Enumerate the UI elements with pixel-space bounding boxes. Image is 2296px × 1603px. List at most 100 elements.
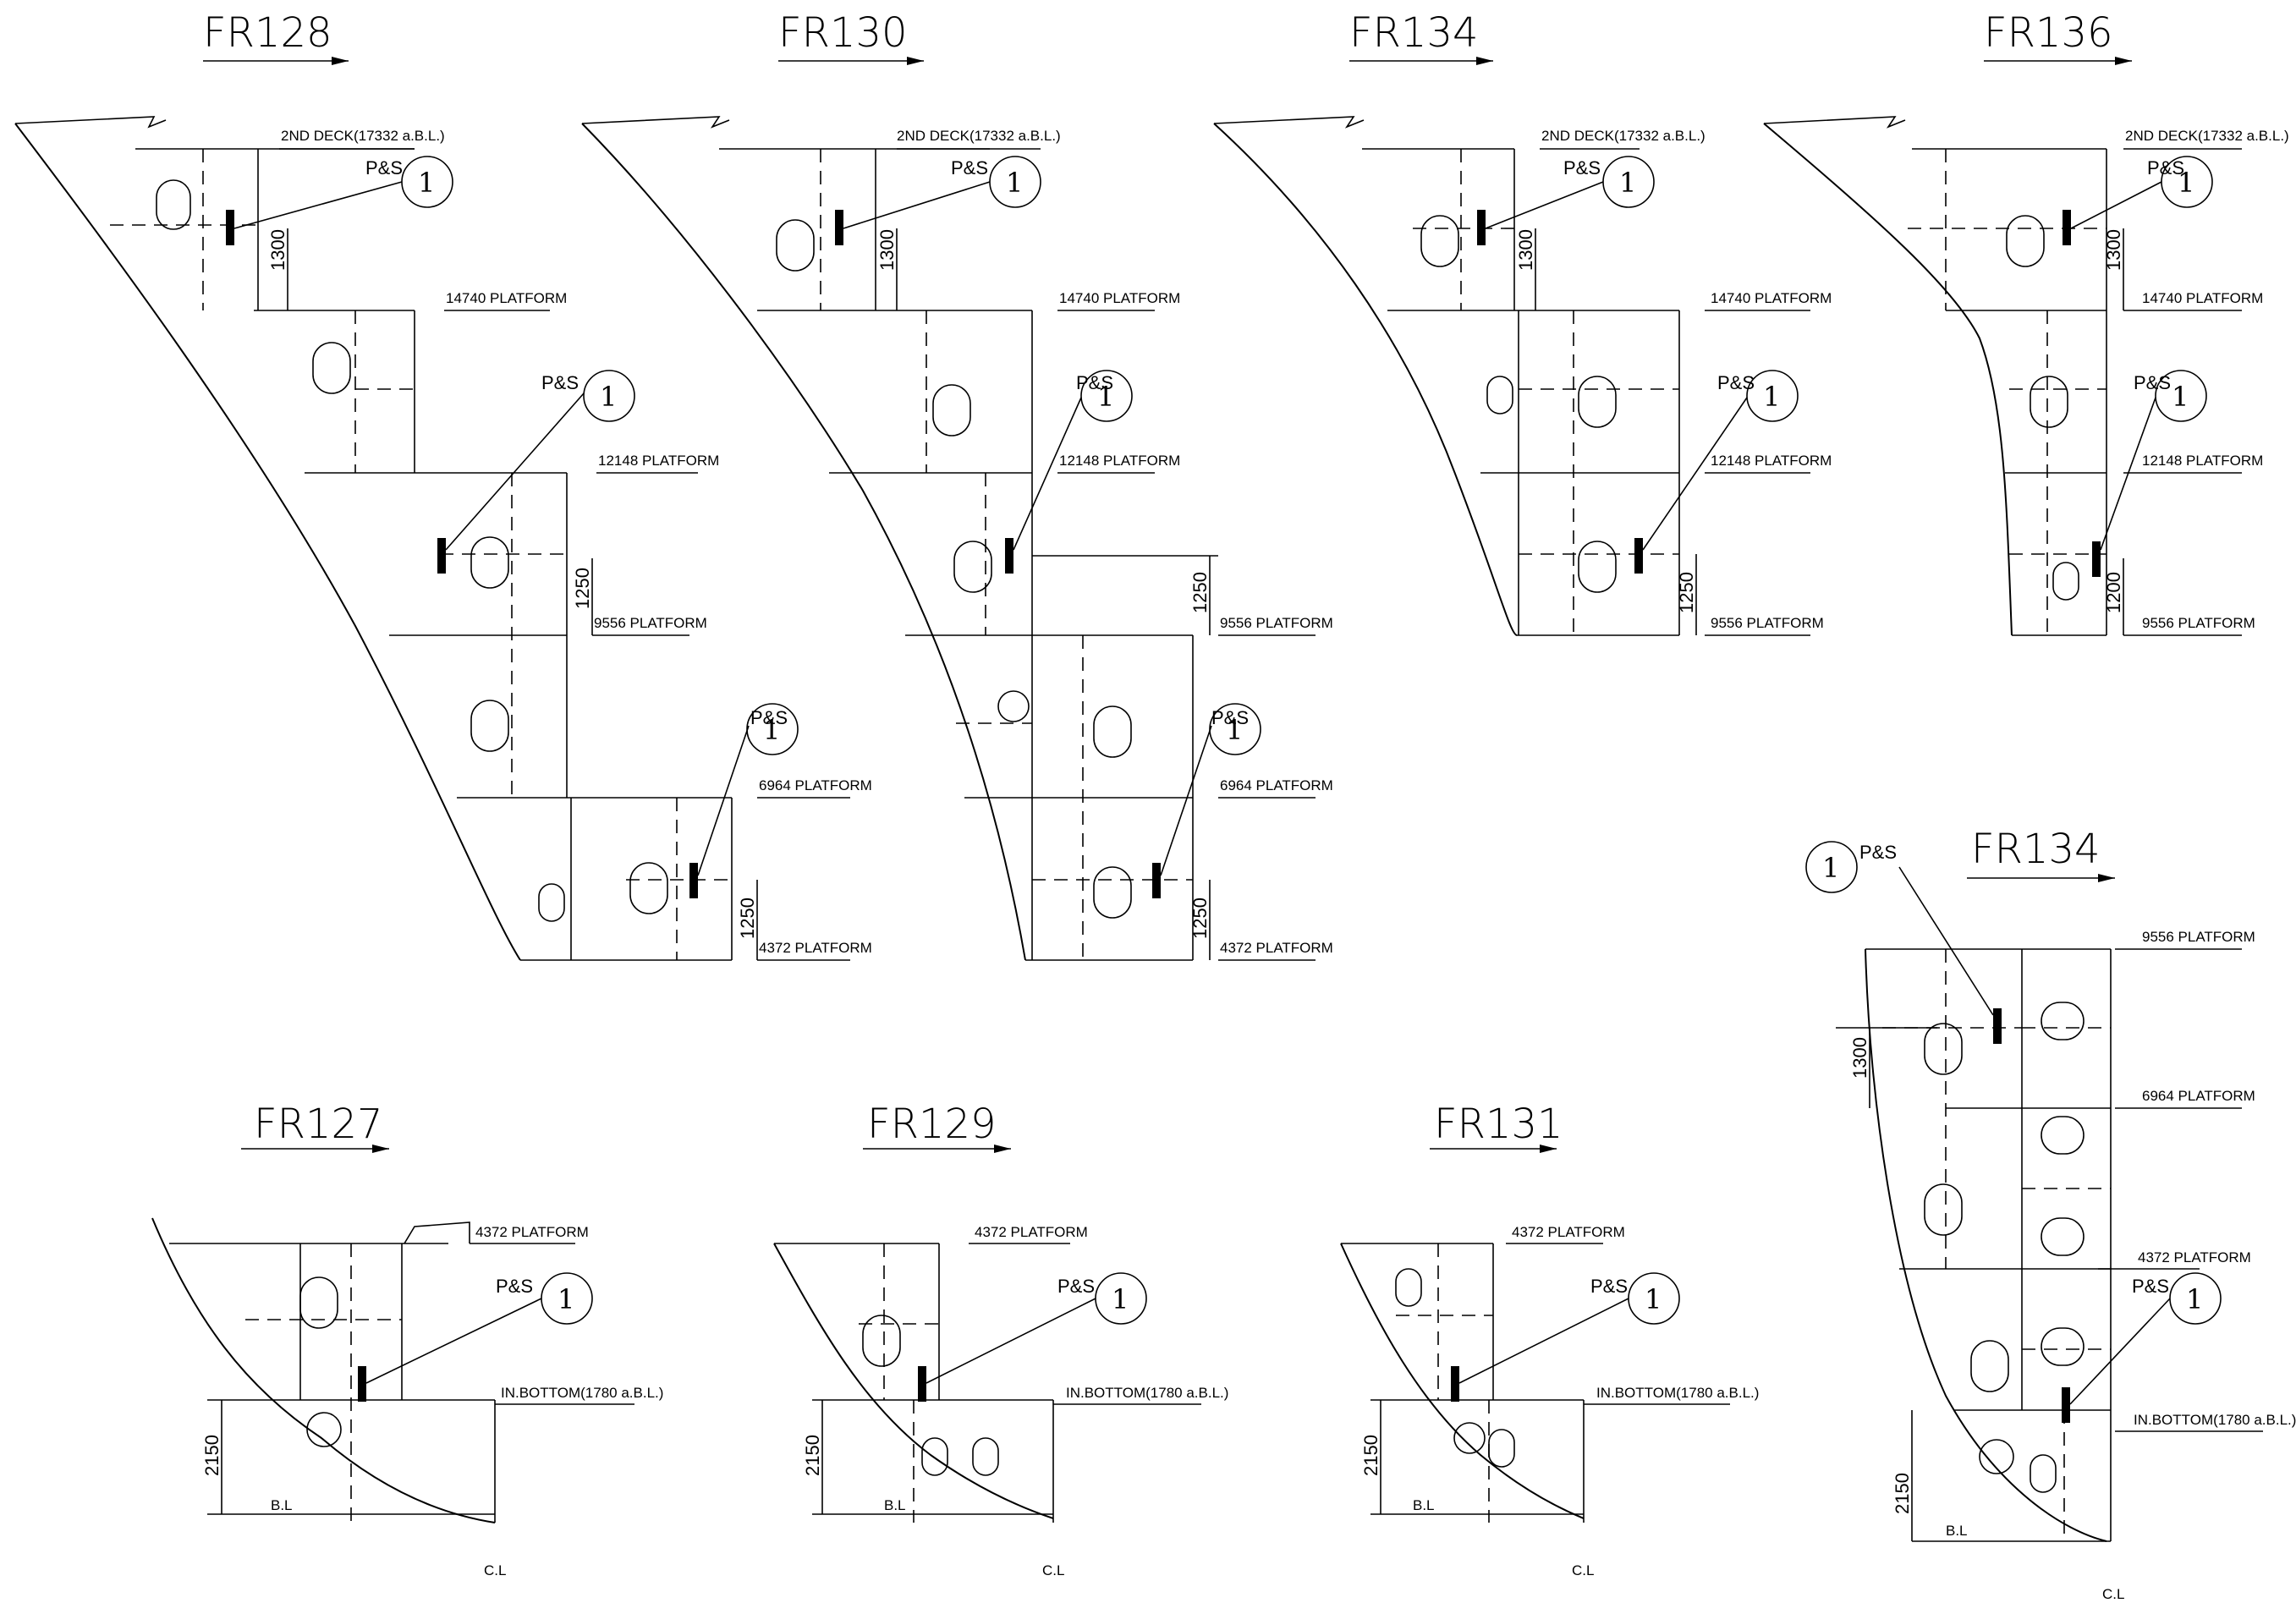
manhole-icon: [470, 536, 509, 589]
svg-text:1300: 1300: [1515, 229, 1536, 271]
section-view-fr128: FR128: [14, 9, 872, 961]
section-view-fr136: FR136 1 P&S 1 P&S 2ND DECK(17332 a.B.L.)…: [1763, 9, 2289, 636]
stiffener-mark: [437, 538, 446, 574]
svg-text:9556 PLATFORM: 9556 PLATFORM: [1220, 615, 1333, 631]
svg-text:1: 1: [2186, 1283, 2203, 1315]
callout-1-icon: [989, 156, 1041, 208]
svg-text:14740 PLATFORM: 14740 PLATFORM: [1059, 290, 1180, 306]
callout-1-icon: [746, 703, 799, 755]
hull-shell: [1340, 1243, 1585, 1519]
svg-text:1: 1: [1822, 852, 1839, 884]
section-view-fr129: FR129 1 P&S 4372 PLATFORM IN.BOTTOM(1780…: [773, 1101, 1228, 1578]
svg-text:C.L: C.L: [484, 1562, 506, 1578]
svg-text:IN.BOTTOM(1780 a.B.L.): IN.BOTTOM(1780 a.B.L.): [2134, 1412, 2296, 1428]
svg-text:FR131: FR131: [1434, 1101, 1563, 1148]
callout-1-icon: [541, 1272, 593, 1325]
svg-text:9556 PLATFORM: 9556 PLATFORM: [2142, 929, 2255, 945]
manhole-icon: [538, 883, 565, 922]
callout-1-icon: [2161, 156, 2213, 208]
callout-1-icon: [1209, 703, 1261, 755]
svg-text:FR134: FR134: [1349, 9, 1479, 57]
svg-text:IN.BOTTOM(1780 a.B.L.): IN.BOTTOM(1780 a.B.L.): [1066, 1385, 1228, 1401]
manhole-icon: [312, 342, 351, 394]
svg-text:P&S: P&S: [1057, 1276, 1095, 1297]
svg-text:IN.BOTTOM(1780 a.B.L.): IN.BOTTOM(1780 a.B.L.): [501, 1385, 663, 1401]
svg-text:P&S: P&S: [2134, 372, 2171, 393]
svg-text:B.L: B.L: [271, 1497, 293, 1513]
svg-text:1250: 1250: [737, 898, 758, 939]
svg-text:2150: 2150: [201, 1435, 222, 1476]
svg-text:1250: 1250: [572, 568, 593, 609]
svg-text:1300: 1300: [876, 229, 898, 271]
svg-text:4372 PLATFORM: 4372 PLATFORM: [975, 1224, 1088, 1240]
callout-1-icon: [2155, 370, 2207, 422]
svg-text:2ND DECK(17332 a.B.L.): 2ND DECK(17332 a.B.L.): [1541, 128, 1706, 144]
svg-text:4372 PLATFORM: 4372 PLATFORM: [1220, 940, 1333, 956]
hull-shell: [1213, 123, 1518, 636]
svg-text:B.L: B.L: [1946, 1523, 1968, 1539]
svg-text:4372 PLATFORM: 4372 PLATFORM: [475, 1224, 589, 1240]
svg-text:1250: 1250: [1189, 898, 1211, 939]
svg-text:1: 1: [2172, 381, 2189, 413]
svg-text:P&S: P&S: [1076, 372, 1113, 393]
section-view-fr131: FR131 1 P&S 4372 PLATFORM IN.BOTTOM(1780…: [1340, 1101, 1759, 1578]
callout-1-icon: [1805, 841, 1858, 893]
svg-text:12148 PLATFORM: 12148 PLATFORM: [598, 453, 719, 469]
svg-text:6964 PLATFORM: 6964 PLATFORM: [1220, 777, 1333, 793]
hull-shell: [1865, 948, 2107, 1542]
section-view-fr134-top: FR134 1 P&S 1 P&S 2ND DECK(17332 a.B.L.): [1213, 9, 1832, 636]
svg-text:C.L: C.L: [1042, 1562, 1064, 1578]
svg-text:1: 1: [1763, 381, 1780, 413]
callout-1-icon: [1746, 370, 1799, 422]
manhole-icon: [156, 179, 191, 230]
svg-text:P&S: P&S: [2147, 157, 2184, 178]
svg-text:FR130: FR130: [778, 9, 908, 57]
callout-1-icon: [1080, 370, 1133, 422]
svg-text:2150: 2150: [1892, 1473, 1913, 1514]
hull-shell: [14, 123, 521, 961]
svg-text:FR127: FR127: [254, 1101, 383, 1148]
svg-text:P&S: P&S: [365, 157, 403, 178]
svg-text:1: 1: [1112, 1283, 1129, 1315]
svg-text:IN.BOTTOM(1780 a.B.L.): IN.BOTTOM(1780 a.B.L.): [1596, 1385, 1759, 1401]
manhole-icon: [629, 862, 668, 914]
svg-text:B.L: B.L: [884, 1497, 906, 1513]
svg-text:6964 PLATFORM: 6964 PLATFORM: [2142, 1088, 2255, 1104]
svg-text:P&S: P&S: [1563, 157, 1601, 178]
svg-text:1: 1: [1097, 381, 1114, 413]
callout-1-icon: [583, 370, 635, 422]
view-title: FR128: [203, 9, 332, 57]
deck-edge: [14, 116, 167, 129]
svg-text:14740 PLATFORM: 14740 PLATFORM: [446, 290, 567, 306]
svg-text:1: 1: [1645, 1283, 1662, 1315]
svg-text:1: 1: [558, 1283, 574, 1315]
svg-text:2150: 2150: [1360, 1435, 1381, 1476]
svg-text:14740 PLATFORM: 14740 PLATFORM: [2142, 290, 2263, 306]
svg-text:FR129: FR129: [867, 1101, 997, 1148]
svg-text:12148 PLATFORM: 12148 PLATFORM: [1711, 453, 1832, 469]
svg-text:1: 1: [418, 167, 435, 199]
svg-text:1300: 1300: [267, 229, 288, 271]
section-view-fr127: FR127 1 P&S 4372 PLATFORM IN.BOTTOM(1780…: [151, 1101, 663, 1578]
svg-text:FR136: FR136: [1984, 9, 2113, 57]
svg-text:P&S: P&S: [1717, 372, 1755, 393]
hull-shell: [581, 123, 1026, 961]
svg-text:P&S: P&S: [951, 157, 988, 178]
section-view-fr134-bottom: FR134 1 P&S 1 P&S 9556 PLATFOR: [1805, 826, 2296, 1602]
svg-text:9556 PLATFORM: 9556 PLATFORM: [2142, 615, 2255, 631]
svg-text:1300: 1300: [1849, 1037, 1870, 1079]
svg-text:4372 PLATFORM: 4372 PLATFORM: [2138, 1249, 2251, 1265]
svg-text:4372 PLATFORM: 4372 PLATFORM: [1512, 1224, 1625, 1240]
svg-text:1: 1: [1619, 167, 1636, 199]
callout-1-icon: [401, 156, 453, 208]
svg-text:1: 1: [763, 714, 780, 746]
stiffener-mark: [226, 210, 234, 245]
svg-text:1250: 1250: [1676, 572, 1697, 613]
hull-shell: [773, 1243, 1054, 1519]
section-view-fr130: FR130 1 P&S 1 P&S: [581, 9, 1333, 961]
svg-text:C.L: C.L: [1572, 1562, 1594, 1578]
svg-text:2ND DECK(17332 a.B.L.): 2ND DECK(17332 a.B.L.): [897, 128, 1061, 144]
svg-text:1250: 1250: [1189, 572, 1211, 613]
svg-text:P&S: P&S: [541, 372, 579, 393]
